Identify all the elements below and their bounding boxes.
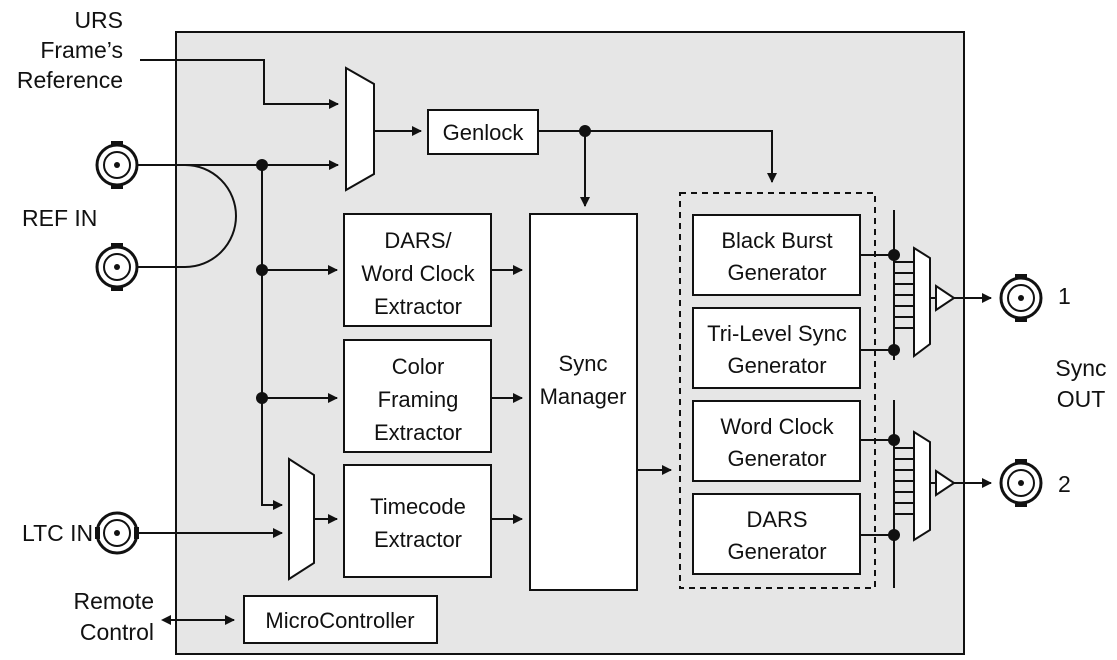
block-label: DARS (746, 507, 807, 532)
tri-level-sync-generator-block (692, 307, 861, 389)
timecode-extractor-block (343, 464, 492, 578)
microcontroller-block (243, 595, 438, 644)
junction-dot (888, 249, 900, 261)
sync-manager-block (529, 213, 638, 591)
timecode-mux (288, 457, 315, 581)
output-1-label: 1 (1058, 283, 1071, 309)
sync-out-connector-2 (999, 459, 1043, 507)
genlock-label: Genlock (443, 120, 525, 145)
urs-label-line3: Reference (17, 67, 123, 93)
genlock-block (427, 109, 539, 155)
block-label: Generator (727, 353, 826, 378)
generator-group (679, 192, 876, 589)
remote-control-label-line2: Control (80, 619, 154, 645)
urs-label-line1: URS (74, 7, 123, 33)
ref-mux (345, 66, 375, 192)
junction-dot (888, 529, 900, 541)
ref-in-connector-2 (95, 243, 139, 291)
junction-dot (888, 434, 900, 446)
block-label: Generator (727, 260, 826, 285)
remote-control-label-line1: Remote (73, 588, 154, 614)
ref-in-label: REF IN (22, 205, 97, 231)
block-label: Framing (378, 387, 459, 412)
block-label: Extractor (374, 420, 462, 445)
block-label: Word Clock (361, 261, 475, 286)
block-label: Color (392, 354, 445, 379)
output-mux-2 (894, 430, 992, 542)
ltc-in-connector (95, 511, 139, 555)
ref-in-connector-1 (95, 141, 139, 189)
color-framing-extractor-block (343, 339, 492, 453)
junction-dot (888, 344, 900, 356)
black-burst-generator-block (692, 214, 861, 296)
ltc-in-label: LTC IN (22, 520, 93, 546)
output-mux-1 (894, 246, 992, 358)
block-label: Timecode (370, 494, 466, 519)
block-label: Tri-Level Sync (707, 321, 847, 346)
block-label: Generator (727, 446, 826, 471)
output-2-label: 2 (1058, 471, 1071, 497)
block-label: Sync (559, 351, 608, 376)
block-label: DARS/ (384, 228, 452, 253)
block-label: MicroController (265, 608, 414, 633)
sync-out-connector-1 (999, 274, 1043, 322)
block-label: Generator (727, 539, 826, 564)
block-label: Manager (540, 384, 627, 409)
block-label: Extractor (374, 294, 462, 319)
dars-generator-block (692, 493, 861, 575)
block-label: Extractor (374, 527, 462, 552)
sync-out-label-line2: OUT (1057, 386, 1106, 412)
junction-dot (256, 159, 268, 171)
block-label: Word Clock (720, 414, 834, 439)
sync-out-label-line1: Sync (1055, 355, 1106, 381)
dars-word-clock-extractor-block (343, 213, 492, 327)
urs-label-line2: Frame’s (40, 37, 123, 63)
block-label: Black Burst (721, 228, 832, 253)
